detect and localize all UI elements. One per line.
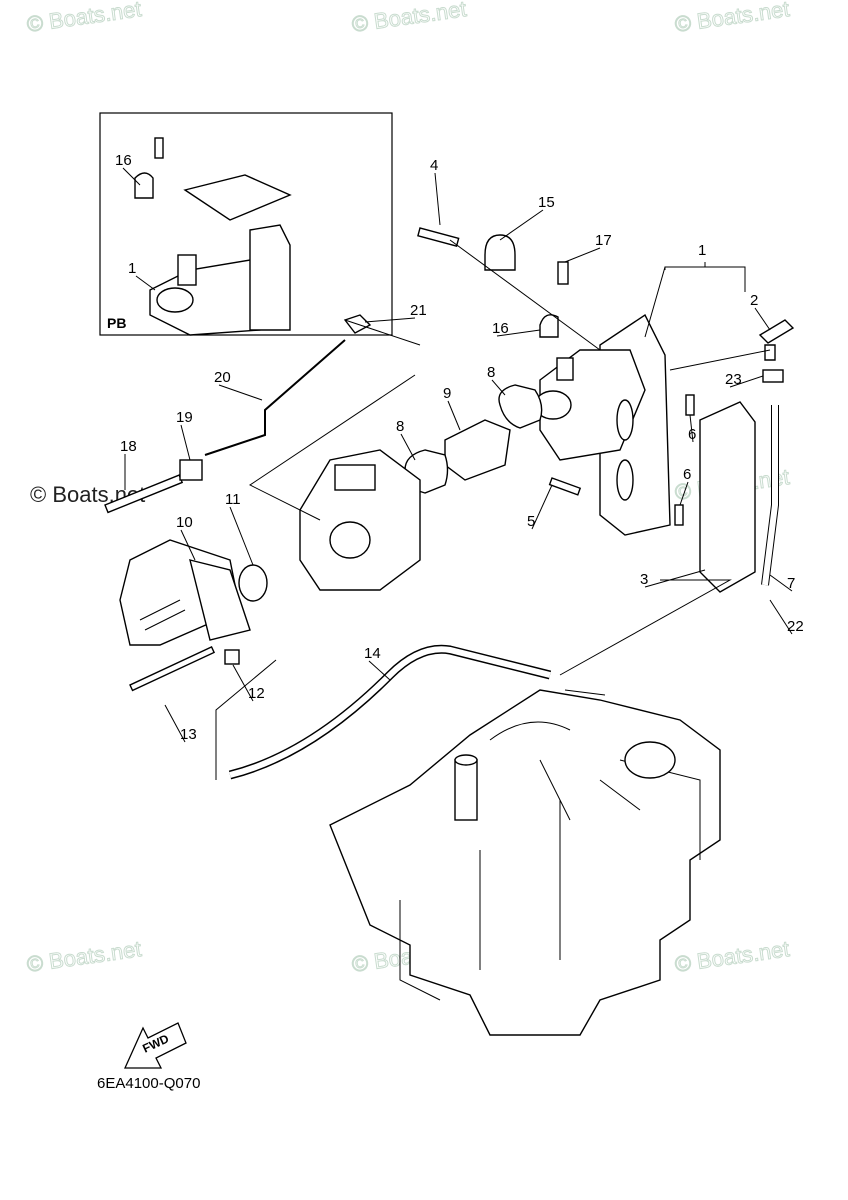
choke-rod [204, 339, 346, 456]
callout-22: 22 [787, 618, 804, 635]
watermark: © Boats.net [673, 0, 791, 37]
leader-line [531, 484, 553, 530]
callout-8: 8 [396, 418, 404, 435]
leader-line [434, 172, 441, 226]
joint [758, 319, 795, 361]
leader-line [232, 664, 254, 702]
callout-8: 8 [487, 364, 495, 381]
leader-line [644, 262, 746, 338]
leader-line [644, 569, 706, 588]
leader-line [679, 481, 689, 506]
callout-19: 19 [176, 409, 193, 426]
leader-line [729, 375, 764, 388]
callout-20: 20 [214, 369, 231, 386]
leader-line [400, 433, 416, 461]
callout-21: 21 [410, 302, 427, 319]
collar [224, 649, 240, 665]
leader-line [564, 247, 601, 263]
callout-5: 5 [527, 513, 535, 530]
pin [674, 504, 684, 526]
leader-line [496, 329, 541, 337]
callout-1: 1 [698, 242, 706, 259]
leader-line [364, 317, 416, 323]
callout-4: 4 [430, 157, 438, 174]
callout-16: 16 [492, 320, 509, 337]
leader-line [368, 660, 391, 681]
callout-23: 23 [725, 371, 742, 388]
bolt [417, 227, 460, 247]
leader-line [491, 379, 506, 396]
bolt [129, 646, 216, 692]
insulator [444, 419, 511, 481]
gasket [498, 384, 543, 429]
callout-12: 12 [248, 685, 265, 702]
bolt [548, 477, 582, 496]
callout-13: 13 [180, 726, 197, 743]
leader-line [769, 599, 793, 635]
callout-3: 3 [640, 571, 648, 588]
watermark: © Boats.net [25, 0, 143, 37]
pin [685, 394, 695, 416]
bolt [557, 261, 569, 285]
watermark: © Boats.net [25, 936, 143, 977]
holder [179, 459, 203, 481]
o-ring [238, 564, 268, 602]
leader-lines [122, 167, 793, 743]
callout-6: 6 [683, 466, 691, 483]
callout-10: 10 [176, 514, 193, 531]
callout-17: 17 [595, 232, 612, 249]
intake-silencer [119, 539, 251, 646]
drawing-code: 6EA4100-Q070 [97, 1075, 200, 1092]
inset-callout-1: 1 [128, 260, 136, 277]
inset-box [99, 112, 393, 336]
plug [762, 369, 784, 383]
leader-line [164, 704, 186, 743]
leader-line [447, 400, 461, 431]
inset-callouts: 16 1 [115, 152, 136, 277]
inset-manifold [134, 137, 292, 336]
leader-line [180, 529, 196, 561]
leader-line [769, 574, 793, 592]
clamp [484, 234, 516, 271]
watermark: © Boats.net [673, 936, 791, 977]
leader-line [122, 167, 141, 186]
leader-line [180, 424, 191, 461]
callout-11: 11 [225, 491, 241, 508]
gasket [699, 401, 756, 593]
leader-line [499, 209, 544, 241]
inset-label: PB [107, 315, 126, 331]
callout-6: 6 [688, 426, 696, 443]
clamp [539, 314, 559, 338]
leader-line [135, 275, 156, 291]
callout-15: 15 [538, 194, 555, 211]
callout-7: 7 [787, 575, 795, 592]
fwd-arrow-icon: FWD [123, 1022, 187, 1069]
watermark: © Boats.net [350, 0, 468, 37]
leader-line [754, 307, 771, 331]
leader-line [689, 414, 694, 443]
intake-manifold [534, 313, 671, 536]
carburetor [299, 449, 421, 591]
engine-block [329, 689, 721, 1036]
leader-line [218, 384, 263, 401]
inset-callout-16: 16 [115, 152, 132, 169]
callout-18: 18 [120, 438, 137, 455]
callout-2: 2 [750, 292, 758, 309]
leader-line [229, 506, 254, 566]
callout-9: 9 [443, 385, 451, 402]
callout-14: 14 [364, 645, 381, 662]
